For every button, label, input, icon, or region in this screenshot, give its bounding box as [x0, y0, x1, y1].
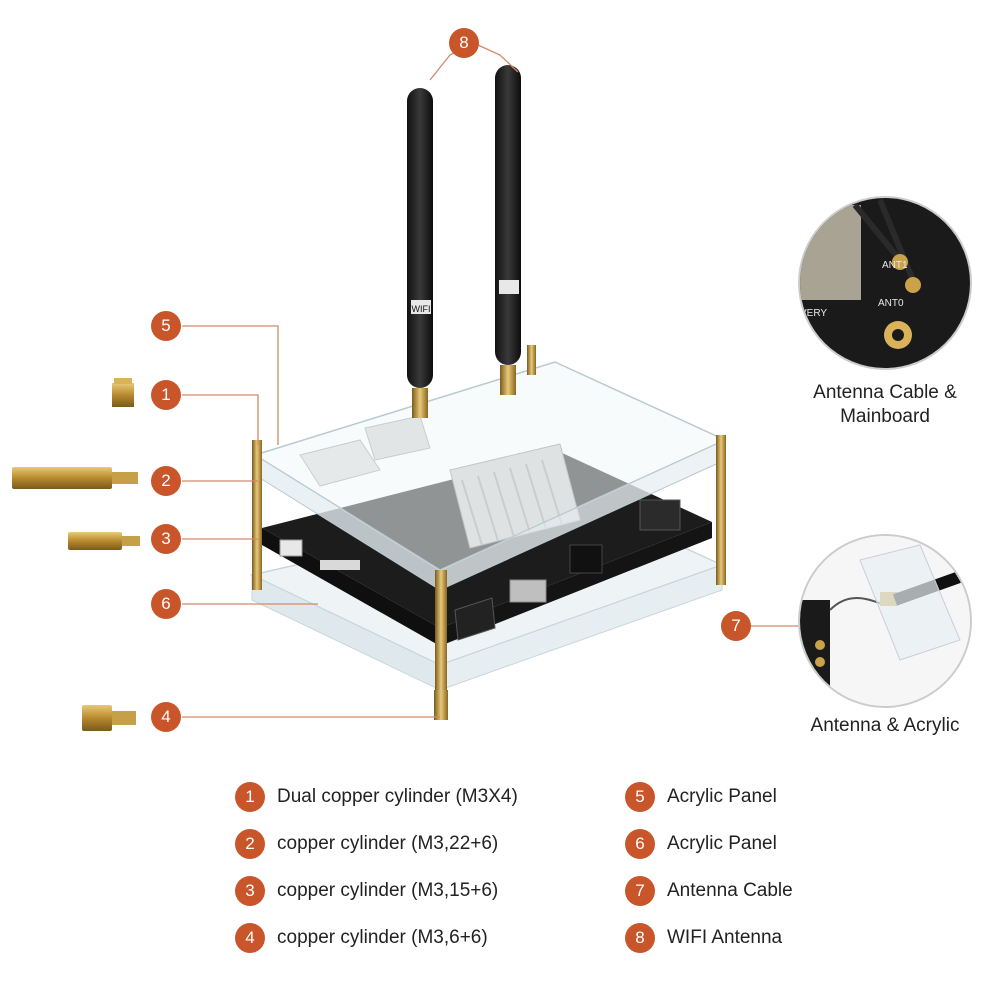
legend-badge-3: 3	[235, 876, 265, 906]
callout-badge-6: 6	[151, 589, 181, 619]
callout-badge-1: 1	[151, 380, 181, 410]
board-illustration: WIFI	[12, 44, 972, 731]
legend-item-6: 6 Acrylic Panel	[625, 829, 777, 859]
legend-badge-2: 2	[235, 829, 265, 859]
upper-acrylic-panel	[253, 361, 727, 591]
inset-acrylic	[798, 534, 972, 708]
legend-badge-7: 7	[625, 876, 655, 906]
inset-mainboard-caption-line2: Mainboard	[840, 406, 930, 427]
inset-mainboard: ANT1 ANT0 VERY	[798, 196, 972, 370]
assembly-standoffs	[252, 345, 726, 720]
antenna-label: WIFI	[412, 304, 431, 314]
silk-very: VERY	[800, 308, 827, 319]
legend-item-8: 8 WIFI Antenna	[625, 923, 782, 953]
legend-label-2: copper cylinder (M3,22+6)	[277, 833, 499, 854]
legend-badge-5: 5	[625, 782, 655, 812]
legend-badge-8: 8	[625, 923, 655, 953]
legend-item-3: 3 copper cylinder (M3,15+6)	[235, 876, 498, 906]
legend-label-3: copper cylinder (M3,15+6)	[277, 880, 499, 901]
silk-ant1: ANT1	[882, 260, 908, 271]
callout-badge-4: 4	[151, 702, 181, 732]
inset-acrylic-caption: Antenna & Acrylic	[810, 715, 960, 736]
wifi-antennas: WIFI	[407, 65, 521, 418]
legend-badge-6: 6	[625, 829, 655, 859]
part-copper-cylinder-15	[68, 532, 140, 550]
silk-ant0: ANT0	[878, 298, 904, 309]
callout-badge-5: 5	[151, 311, 181, 341]
legend-badge-4: 4	[235, 923, 265, 953]
inset-mainboard-caption: Antenna Cable & Mainboard	[780, 381, 990, 429]
legend-item-4: 4 copper cylinder (M3,6+6)	[235, 923, 488, 953]
callout-badge-7: 7	[721, 611, 751, 641]
part-copper-cylinder-6	[82, 705, 136, 731]
legend-label-1: Dual copper cylinder (M3X4)	[277, 786, 518, 807]
callout-badge-3: 3	[151, 524, 181, 554]
inset-mainboard-caption-line1: Antenna Cable &	[813, 382, 957, 403]
part-dual-copper-cylinder	[112, 378, 134, 407]
legend-label-4: copper cylinder (M3,6+6)	[277, 927, 488, 948]
legend-label-5: Acrylic Panel	[667, 786, 777, 807]
leader-lines	[182, 44, 812, 718]
legend-item-5: 5 Acrylic Panel	[625, 782, 777, 812]
part-copper-cylinder-22	[12, 467, 138, 489]
legend-item-7: 7 Antenna Cable	[625, 876, 793, 906]
legend-item-1: 1 Dual copper cylinder (M3X4)	[235, 782, 518, 812]
callout-badge-2: 2	[151, 466, 181, 496]
legend-label-8: WIFI Antenna	[667, 927, 783, 948]
legend-label-7: Antenna Cable	[667, 880, 793, 901]
legend-label-6: Acrylic Panel	[667, 833, 777, 854]
legend-badge-1: 1	[235, 782, 265, 812]
legend-item-2: 2 copper cylinder (M3,22+6)	[235, 829, 498, 859]
callout-badge-8: 8	[449, 28, 479, 58]
